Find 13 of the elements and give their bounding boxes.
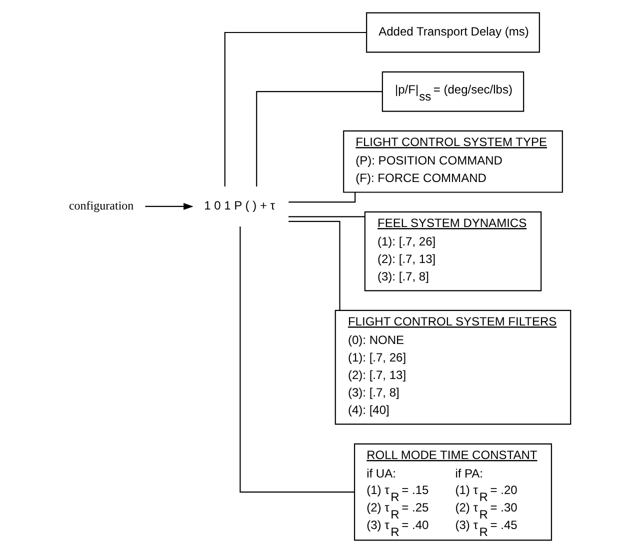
connector: [288, 216, 365, 218]
node-box: Added Transport Delay (ms): [366, 12, 540, 53]
connector: [288, 192, 356, 203]
node-text: 1 0 1 P ( ) + τ: [204, 198, 276, 213]
connector: [256, 91, 382, 186]
arrow: [145, 203, 194, 210]
connector: [240, 226, 354, 493]
node-box: FLIGHT CONTROL SYSTEM FILTERS (0): NONE (1): [.7, 26] (2): [.7, 13] (3): [.7, 8] (4): [40]: [334, 310, 572, 425]
connector: [224, 32, 366, 187]
node-box: FLIGHT CONTROL SYSTEM TYPE (P): POSITION COMMAND (F): FORCE COMMAND: [343, 130, 563, 193]
node-box: FEEL SYSTEM DYNAMICS (1): [.7, 26] (2): [.7, 13] (3): [.7, 8]: [364, 211, 542, 292]
node-text: configuration: [68, 198, 134, 213]
connector: [288, 220, 340, 310]
